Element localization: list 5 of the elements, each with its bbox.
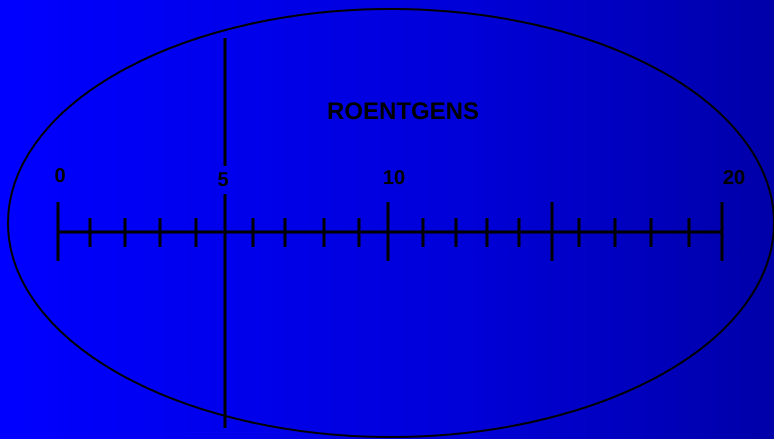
scale-number: 20 <box>722 168 746 188</box>
scale-number: 10 <box>382 168 406 188</box>
scale-number: 5 <box>217 170 229 190</box>
scale-number: 0 <box>54 166 66 186</box>
scale-title: ROENTGENS <box>327 100 479 124</box>
